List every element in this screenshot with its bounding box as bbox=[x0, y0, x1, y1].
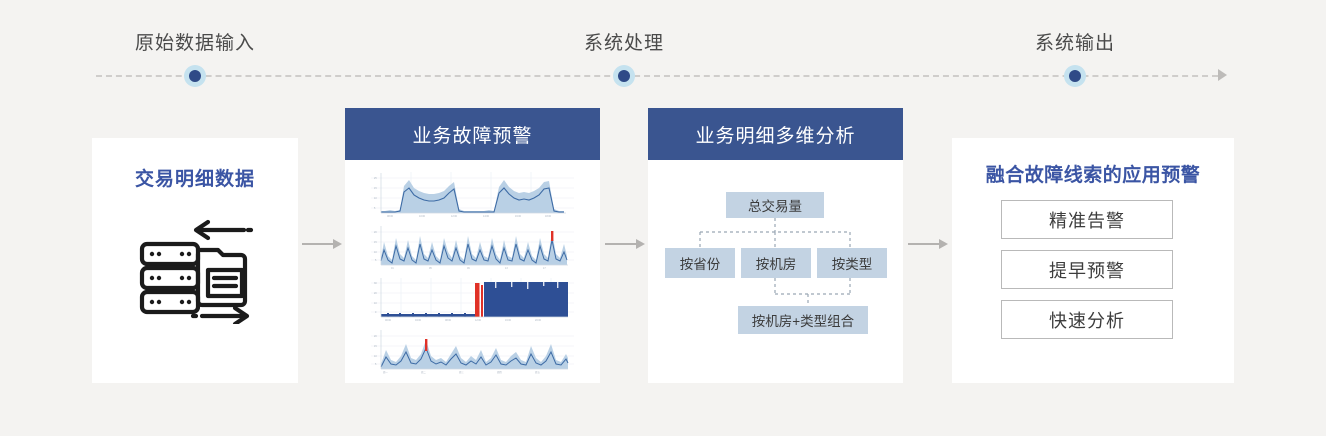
svg-text:0: 0 bbox=[375, 311, 377, 314]
tree-node-by-type[interactable]: 按类型 bbox=[817, 248, 887, 278]
timeline-step-3-dot-icon[interactable] bbox=[1064, 65, 1086, 87]
svg-text:08:00: 08:00 bbox=[387, 215, 394, 218]
svg-text:16:00: 16:00 bbox=[515, 215, 522, 218]
svg-text:10: 10 bbox=[374, 355, 377, 358]
multidim-analysis-card[interactable]: 业务明细多维分析 总交易量 按 bbox=[648, 108, 903, 383]
output-item-fast-analysis[interactable]: 快速分析 bbox=[1001, 300, 1173, 339]
svg-text:周一: 周一 bbox=[383, 370, 388, 374]
plateau-timeseries-chart: 25 15 10 5 08:00 10:00 12:00 14:00 16:00 18:00 bbox=[371, 170, 574, 218]
svg-text:12:00: 12:00 bbox=[451, 215, 458, 218]
tree-node-root[interactable]: 总交易量 bbox=[726, 192, 824, 218]
tree-node-datacenter-type-combo[interactable]: 按机房+类型组合 bbox=[738, 306, 868, 334]
svg-text:周二: 周二 bbox=[421, 370, 426, 374]
output-alert-title: 融合故障线索的应用预警 bbox=[985, 165, 1201, 186]
timeline-step-1-label: 原始数据输入 bbox=[134, 33, 256, 54]
multidim-analysis-header: 业务明细多维分析 bbox=[648, 108, 903, 160]
tree-node-by-province[interactable]: 按省份 bbox=[665, 248, 735, 278]
svg-text:14:00: 14:00 bbox=[483, 215, 490, 218]
source-data-title: 交易明细数据 bbox=[134, 169, 255, 190]
timeline-step-1-dot-icon[interactable] bbox=[184, 65, 206, 87]
svg-text:05: 05 bbox=[429, 267, 432, 270]
connector-source-to-warning bbox=[302, 239, 342, 249]
svg-text:13: 13 bbox=[505, 267, 508, 270]
svg-text:20: 20 bbox=[374, 292, 377, 295]
svg-text:04:00: 04:00 bbox=[415, 319, 422, 322]
svg-text:周四: 周四 bbox=[497, 370, 502, 374]
svg-text:08:00: 08:00 bbox=[445, 319, 452, 322]
wave-band-timeseries-chart: 20 15 10 5 周一 周二 周三 周四 周五 bbox=[371, 326, 574, 374]
fault-warning-header: 业务故障预警 bbox=[345, 108, 600, 160]
svg-text:20:00: 20:00 bbox=[535, 319, 542, 322]
svg-text:15: 15 bbox=[374, 241, 377, 244]
svg-text:10:00: 10:00 bbox=[419, 215, 426, 218]
svg-text:20: 20 bbox=[374, 335, 377, 338]
svg-text:5: 5 bbox=[375, 259, 377, 262]
connector-multi-to-output bbox=[908, 239, 948, 249]
svg-text:10: 10 bbox=[374, 302, 377, 305]
svg-text:20: 20 bbox=[374, 231, 377, 234]
svg-text:18:00: 18:00 bbox=[545, 215, 552, 218]
output-item-early-warning[interactable]: 提早预警 bbox=[1001, 250, 1173, 289]
svg-text:5: 5 bbox=[375, 363, 377, 366]
svg-text:10: 10 bbox=[374, 197, 377, 200]
source-data-card[interactable]: 交易明细数据 bbox=[92, 138, 298, 383]
timeline-step-2-dot-icon[interactable] bbox=[613, 65, 635, 87]
svg-text:15: 15 bbox=[374, 345, 377, 348]
timeline-step-2-label: 系统处理 bbox=[583, 33, 665, 54]
dimension-tree: 总交易量 按省份 按机房 按类型 按机房+类型组合 bbox=[648, 160, 903, 383]
output-item-precise-alarm[interactable]: 精准告警 bbox=[1001, 200, 1173, 239]
connector-warning-to-multi bbox=[605, 239, 645, 249]
svg-text:01: 01 bbox=[391, 267, 394, 270]
svg-text:16:00: 16:00 bbox=[505, 319, 512, 322]
svg-text:25: 25 bbox=[374, 177, 377, 180]
svg-text:周五: 周五 bbox=[535, 370, 540, 374]
output-alert-card[interactable]: 融合故障线索的应用预警 精准告警 提早预警 快速分析 bbox=[952, 138, 1234, 383]
timeline-step-3-label: 系统输出 bbox=[1034, 33, 1116, 54]
svg-text:17: 17 bbox=[543, 267, 546, 270]
svg-text:周三: 周三 bbox=[459, 370, 464, 374]
svg-text:09: 09 bbox=[467, 267, 470, 270]
svg-text:00:00: 00:00 bbox=[385, 319, 392, 322]
svg-text:30: 30 bbox=[374, 282, 377, 285]
fault-warning-charts: 25 15 10 5 08:00 10:00 12:00 14:00 16:00 18:00 bbox=[345, 160, 600, 383]
svg-text:5: 5 bbox=[374, 207, 376, 210]
svg-text:15: 15 bbox=[374, 187, 377, 190]
periodic-spike-timeseries-chart: 20 15 10 5 01 05 09 13 17 bbox=[371, 222, 574, 270]
server-stack-database-icon bbox=[136, 216, 254, 329]
svg-text:12:00: 12:00 bbox=[475, 319, 482, 322]
timeline-dashed-line bbox=[96, 75, 1218, 77]
svg-text:10: 10 bbox=[374, 251, 377, 254]
tree-connectors bbox=[699, 218, 851, 306]
timeline-end-arrow-icon bbox=[1218, 69, 1227, 81]
tree-node-by-datacenter[interactable]: 按机房 bbox=[741, 248, 811, 278]
fault-block-timeseries-chart: 30 20 10 0 00:00 04:00 08:00 12:00 16:00 20:00 bbox=[371, 274, 574, 322]
